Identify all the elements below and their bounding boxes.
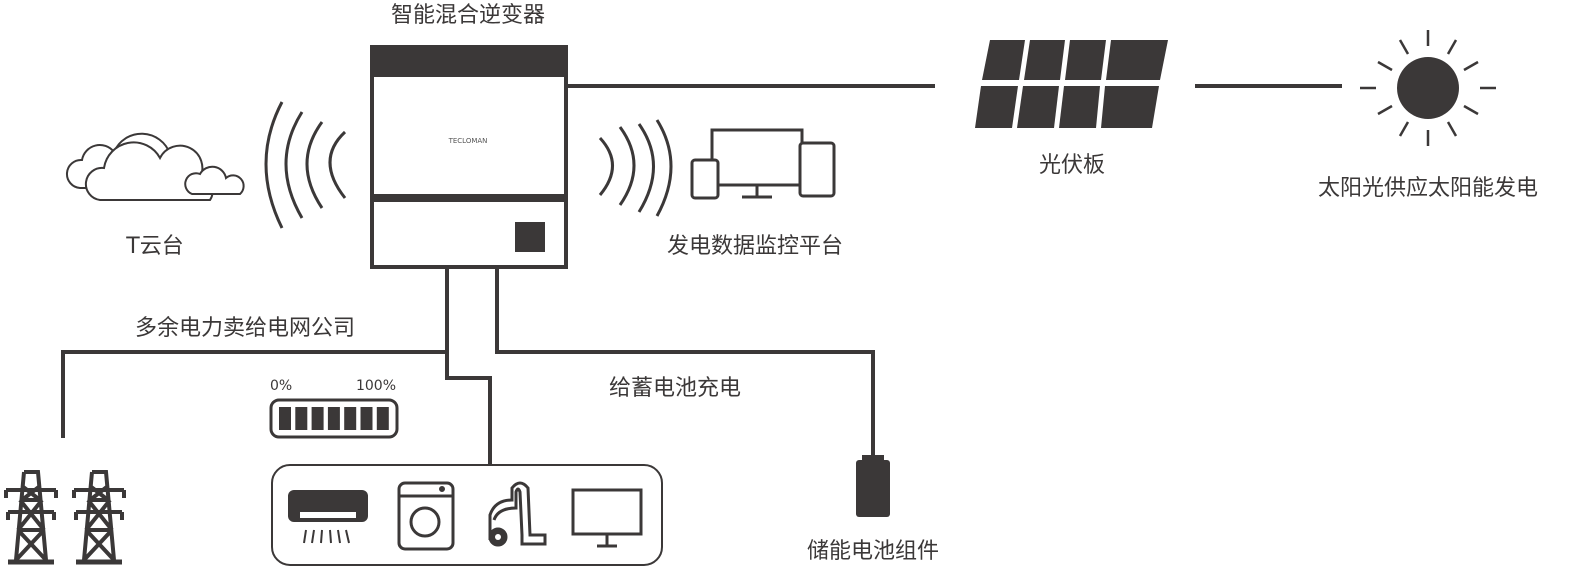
washing-machine-icon: [397, 481, 455, 551]
sun-label: 太阳光供应太阳能发电: [1318, 176, 1538, 201]
power-tower-icon: [4, 470, 126, 565]
inverter-title: 智能混合逆变器: [391, 3, 545, 28]
storage-label: 储能电池组件: [807, 539, 939, 564]
gauge-bar: [311, 407, 324, 430]
line-to-grid: [61, 268, 449, 438]
gauge-bar: [344, 407, 357, 430]
cloud-icon: [65, 132, 245, 201]
gauge-bar: [360, 407, 373, 430]
gauge-max-label: 100%: [356, 378, 396, 394]
monitor-devices-icon: [690, 128, 836, 200]
inverter-brand: TECLOMAN: [448, 137, 488, 145]
tv-icon: [571, 488, 643, 548]
battery-gauge-bars: [279, 407, 389, 430]
connection-lines: [61, 84, 1342, 464]
gauge-bar: [376, 407, 389, 430]
solar-panel-label: 光伏板: [1039, 153, 1105, 178]
storage-battery-icon: [856, 455, 890, 517]
line-to-appliances: [445, 352, 492, 464]
inverter-icon: [370, 45, 568, 269]
wireless-left-icon: [264, 101, 347, 229]
battery-charge-label: 给蓄电池充电: [609, 376, 741, 401]
gauge-bar: [279, 407, 291, 430]
solar-panel-icon: [975, 40, 1168, 128]
wireless-right-icon: [598, 119, 673, 217]
sun-icon: [1360, 30, 1496, 146]
grid-label: 多余电力卖给电网公司: [135, 316, 355, 341]
gauge-bar: [295, 407, 308, 430]
cloud-label: T云台: [125, 234, 183, 259]
vacuum-cleaner-icon: [488, 481, 547, 547]
gauge-bar: [327, 407, 340, 430]
gauge-min-label: 0%: [270, 378, 292, 394]
air-conditioner-icon: [288, 490, 368, 544]
appliances-box: [271, 464, 663, 566]
monitor-label: 发电数据监控平台: [667, 234, 843, 259]
line-to-battery: [495, 268, 875, 455]
